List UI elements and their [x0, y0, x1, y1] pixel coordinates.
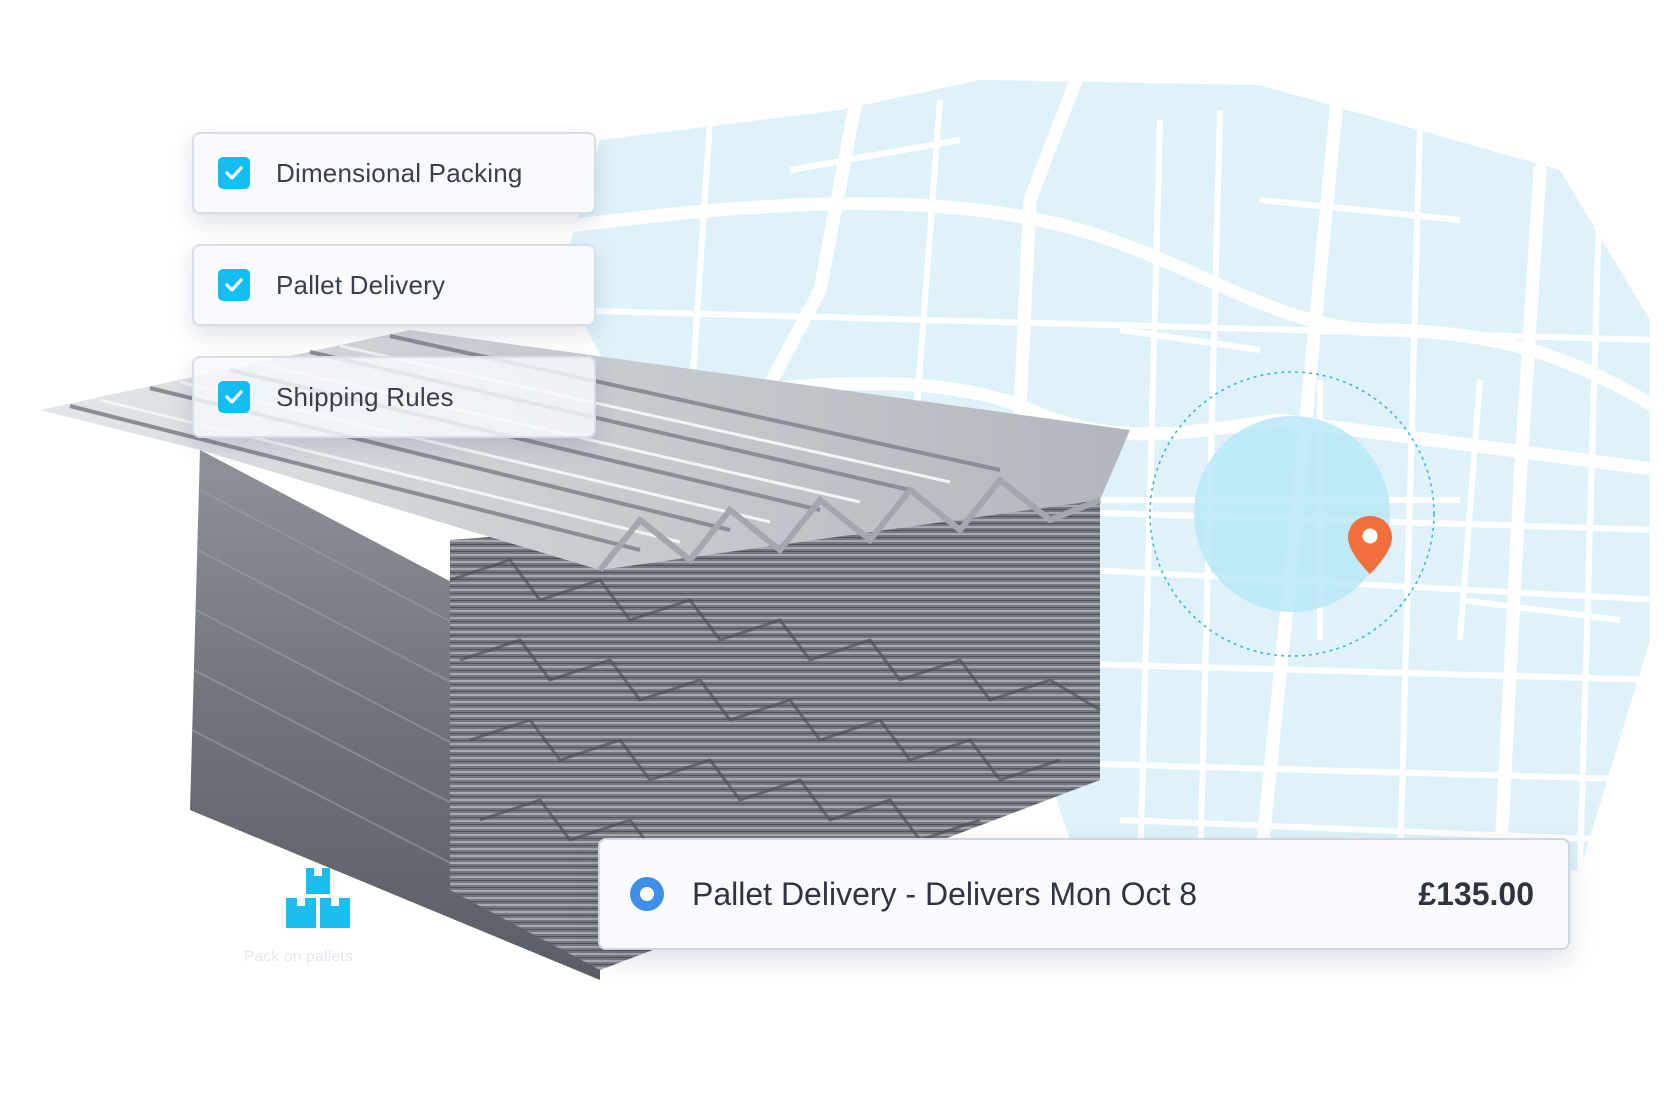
check-icon[interactable]: [218, 157, 250, 189]
location-pin-icon: [1348, 516, 1392, 574]
feature-label: Shipping Rules: [276, 381, 454, 412]
check-icon[interactable]: [218, 269, 250, 301]
feature-pallet-delivery[interactable]: Pallet Delivery: [192, 244, 596, 326]
shipping-option-label: Pallet Delivery - Delivers Mon Oct 8: [692, 875, 1198, 912]
faint-caption: Pack on pallets: [244, 948, 354, 965]
shipping-option-price: £135.00: [1418, 875, 1534, 912]
shipping-option-card[interactable]: Pallet Delivery - Delivers Mon Oct 8 £13…: [598, 838, 1570, 950]
radio-selected-icon[interactable]: [630, 877, 664, 911]
boxes-stack-icon: [286, 868, 350, 928]
feature-label: Dimensional Packing: [276, 157, 523, 188]
feature-dimensional-packing[interactable]: Dimensional Packing: [192, 132, 596, 214]
feature-label: Pallet Delivery: [276, 269, 446, 300]
feature-shipping-rules[interactable]: Shipping Rules: [192, 356, 596, 438]
check-icon[interactable]: [218, 381, 250, 413]
